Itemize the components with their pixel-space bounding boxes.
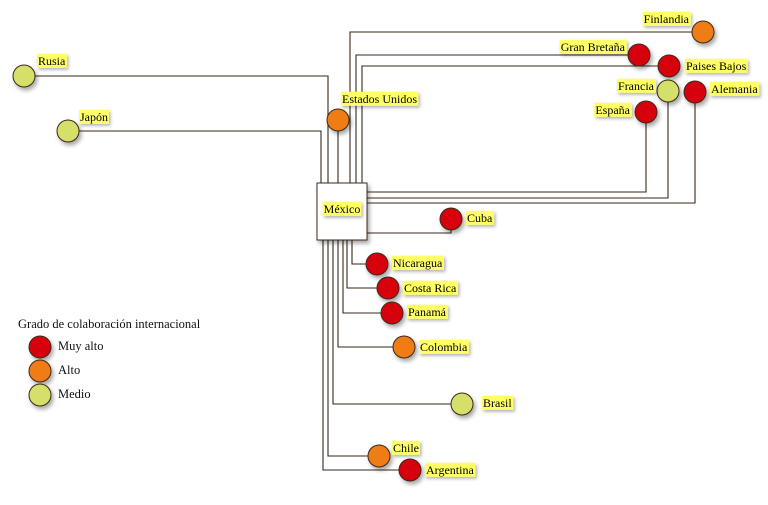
connector-gran-bretana: [355, 54, 639, 183]
legend-label-alto: Alto: [58, 363, 80, 377]
legend-title: Grado de colaboración internacional: [18, 317, 201, 331]
node-brasil-label: Brasil: [483, 396, 512, 410]
connector-espana: [367, 112, 647, 193]
mexico-hub-label-group: México: [322, 201, 362, 216]
node-cuba-label-bg: [466, 210, 495, 225]
node-estados-unidos-label-group: Estados Unidos: [341, 91, 419, 106]
node-francia: [656, 79, 680, 103]
connector-cuba: [367, 219, 452, 234]
connector-lines: [24, 31, 703, 471]
node-brasil: [450, 392, 474, 416]
node-costa-rica-label-bg: [403, 280, 458, 295]
node-gran-bretana-label-bg: [559, 39, 627, 54]
node-argentina-label-bg: [425, 462, 476, 477]
node-japon-label: Japón: [80, 110, 108, 124]
node-gran-bretana-label-group: Gran Bretaña: [559, 39, 627, 54]
node-japon-label-group: Japón: [79, 109, 109, 124]
node-colombia-label-bg: [419, 339, 470, 354]
legend-swatch-medio: [28, 383, 52, 407]
mexico-hub-label: México: [324, 202, 361, 216]
connector-brasil: [332, 240, 462, 405]
node-finlandia-label-group: Finlandia: [642, 11, 691, 26]
node-rusia-label-group: Rusia: [37, 53, 68, 68]
node-argentina: [398, 458, 422, 482]
node-chile: [367, 444, 391, 468]
connector-japon: [68, 130, 322, 183]
node-gran-bretana-label: Gran Bretaña: [561, 40, 626, 54]
node-chile-label-group: Chile: [392, 440, 420, 455]
connector-colombia: [337, 240, 404, 348]
node-panama-label-bg: [407, 304, 448, 319]
node-nicaragua-label-bg: [392, 255, 444, 270]
node-francia-label: Francia: [618, 79, 655, 93]
node-nicaragua: [365, 252, 389, 276]
node-chile-label-bg: [392, 440, 420, 455]
node-espana-label: España: [595, 103, 630, 117]
node-japon: [56, 119, 80, 143]
node-francia-label-group: Francia: [617, 78, 656, 93]
node-costa-rica: [376, 276, 400, 300]
legend-label-medio: Medio: [58, 387, 91, 401]
legend-swatch-alto: [28, 359, 52, 383]
node-rusia: [12, 64, 36, 88]
node-alemania-label-group: Alemania: [710, 81, 760, 96]
node-brasil-label-group: Brasil: [482, 395, 514, 410]
connector-francia: [367, 91, 669, 199]
node-espana-label-bg: [594, 102, 632, 117]
node-finlandia-label-bg: [642, 11, 691, 26]
node-estados-unidos: [326, 108, 350, 132]
node-panama-label: Panamá: [408, 305, 447, 319]
node-paises-bajos-label-group: Paises Bajos: [685, 58, 748, 73]
node-finlandia: [691, 20, 715, 44]
connector-costa-rica: [346, 240, 388, 289]
connector-paises-bajos: [361, 65, 669, 183]
connector-argentina: [322, 240, 410, 471]
node-cuba: [439, 207, 463, 231]
node-panama-label-group: Panamá: [407, 304, 448, 319]
node-espana: [634, 100, 658, 124]
node-cuba-label: Cuba: [467, 211, 493, 225]
node-costa-rica-label: Costa Rica: [404, 281, 457, 295]
node-gran-bretana: [627, 43, 651, 67]
connector-panama: [342, 240, 392, 314]
connector-chile: [327, 240, 379, 457]
node-panama: [380, 301, 404, 325]
node-colombia-label: Colombia: [420, 340, 468, 354]
node-paises-bajos-label-bg: [685, 58, 748, 73]
node-rusia-label-bg: [37, 53, 68, 68]
node-nicaragua-label-group: Nicaragua: [392, 255, 444, 270]
node-nicaragua-label: Nicaragua: [393, 256, 443, 270]
node-finlandia-label: Finlandia: [644, 12, 690, 26]
node-alemania: [683, 80, 707, 104]
node-brasil-label-bg: [482, 395, 514, 410]
node-costa-rica-label-group: Costa Rica: [403, 280, 458, 295]
node-alemania-label: Alemania: [711, 82, 758, 96]
node-espana-label-group: España: [594, 102, 632, 117]
connector-alemania: [367, 92, 696, 204]
legend-swatch-muy_alto: [28, 335, 52, 359]
node-paises-bajos-label: Paises Bajos: [686, 59, 747, 73]
connector-rusia: [24, 75, 329, 183]
node-cuba-label-group: Cuba: [466, 210, 495, 225]
node-rusia-label: Rusia: [38, 54, 66, 68]
node-colombia: [392, 335, 416, 359]
node-colombia-label-group: Colombia: [419, 339, 470, 354]
node-argentina-label: Argentina: [426, 463, 474, 477]
legend-label-muy_alto: Muy alto: [58, 339, 103, 353]
node-estados-unidos-label: Estados Unidos: [342, 92, 417, 106]
mexico-hub-label-bg: [322, 201, 362, 216]
node-francia-label-bg: [617, 78, 656, 93]
node-alemania-label-bg: [710, 81, 760, 96]
node-estados-unidos-label-bg: [341, 91, 419, 106]
node-argentina-label-group: Argentina: [425, 462, 476, 477]
connector-finlandia: [349, 31, 703, 183]
node-japon-label-bg: [79, 109, 109, 124]
node-chile-label: Chile: [393, 441, 419, 455]
node-paises-bajos: [657, 54, 681, 78]
